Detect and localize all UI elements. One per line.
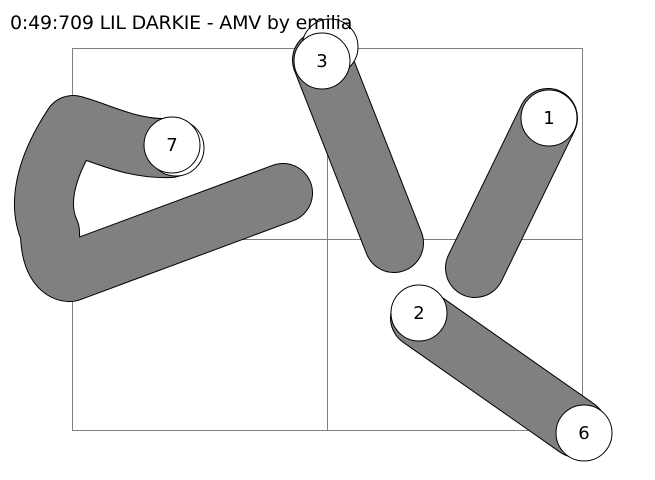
circle-6-combo-number: 6 — [578, 423, 589, 444]
slider-1-combo-number: 1 — [543, 108, 554, 129]
slider-1[interactable]: 1 — [445, 88, 578, 298]
slider-7-body — [15, 96, 312, 301]
slider-3-head[interactable] — [293, 32, 351, 90]
slider-1-head[interactable] — [520, 89, 578, 147]
slider-3-combo-number: 3 — [316, 51, 327, 72]
map-title: LIL DARKIE - AMV by emilia — [99, 12, 353, 34]
timestamp: 0:49:709 — [10, 12, 94, 34]
circle-6-head[interactable] — [555, 404, 613, 462]
slider-2[interactable]: 2 — [390, 284, 607, 458]
slider-7-combo-number: 7 — [166, 135, 177, 156]
slider-3[interactable]: 3 — [292, 18, 424, 273]
slider-2-combo-number: 2 — [413, 303, 424, 324]
slider-2-body — [391, 289, 606, 457]
slider-3-body — [293, 31, 423, 272]
slider-2-head[interactable] — [390, 284, 448, 342]
slider-7-head[interactable] — [143, 116, 201, 174]
circle-6[interactable]: 6 — [555, 404, 613, 462]
slider-7[interactable]: 7 — [14, 95, 313, 302]
editor-timestamp-title: 0:49:709 LIL DARKIE - AMV by emilia — [10, 11, 352, 35]
